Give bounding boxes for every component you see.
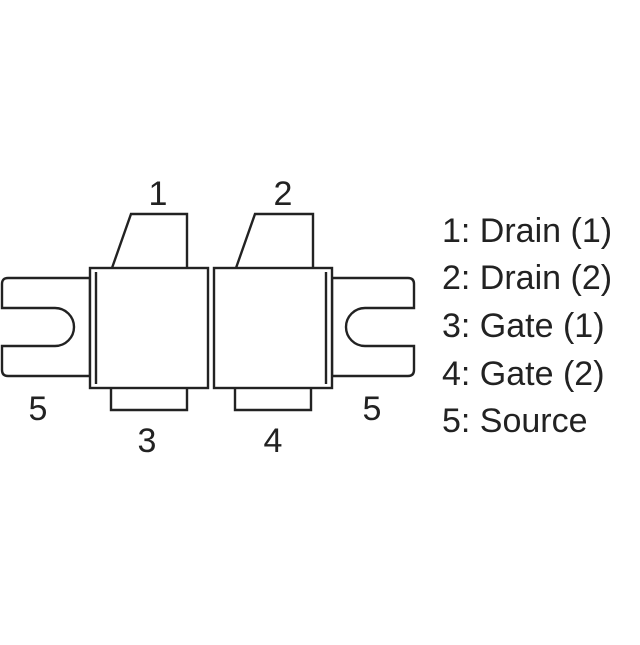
pin-label-2: 2 [274, 175, 293, 213]
drain-tab-2 [234, 212, 315, 269]
gate-tab-2 [233, 388, 313, 412]
source-flange-left [0, 276, 92, 378]
pin-label-4: 4 [264, 422, 283, 460]
drain-tab-1 [110, 212, 189, 269]
legend-item-3: 3: Gate (1) [442, 307, 605, 345]
legend-item-5: 5: Source [442, 402, 588, 440]
pin-legend: 1: Drain (1) 2: Drain (2) 3: Gate (1) 4:… [442, 212, 612, 440]
pin-label-5-right: 5 [363, 390, 382, 428]
gate-tab-1 [109, 388, 189, 412]
legend-item-4: 4: Gate (2) [442, 355, 605, 393]
pin-label-1: 1 [149, 175, 168, 213]
source-flange-right [330, 276, 416, 378]
pin-label-5-left: 5 [29, 390, 48, 428]
die-body-2 [212, 266, 334, 390]
legend-item-2: 2: Drain (2) [442, 259, 612, 297]
legend-item-1: 1: Drain (1) [442, 212, 612, 250]
die-body-1 [88, 266, 210, 390]
pin-label-3: 3 [138, 422, 157, 460]
